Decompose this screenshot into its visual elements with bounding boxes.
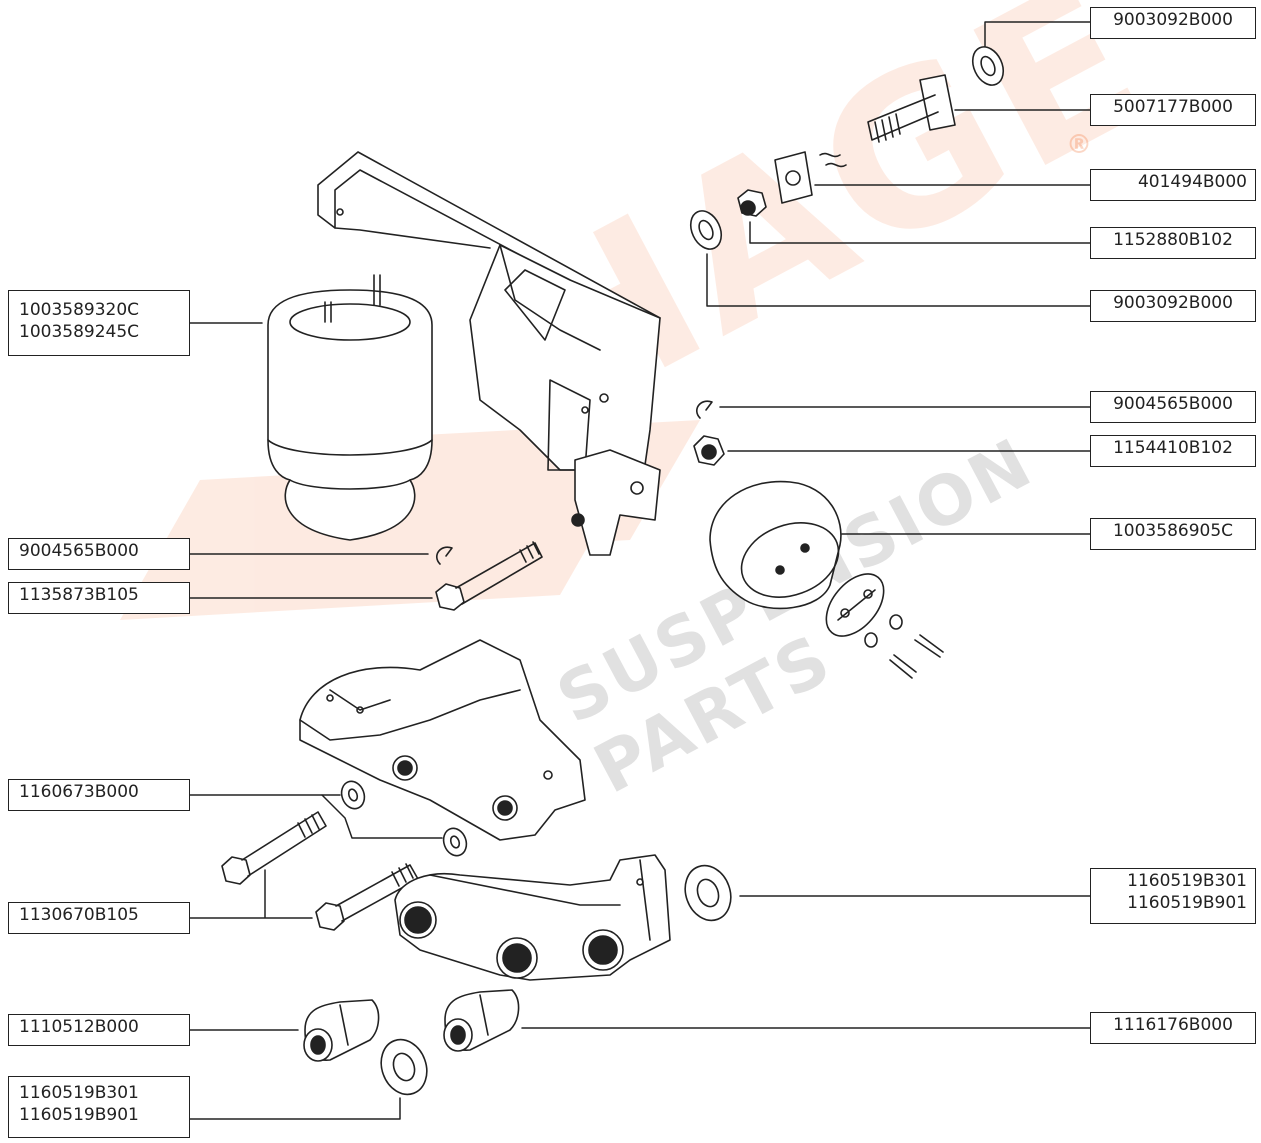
watermark-chevron: [120, 455, 640, 620]
hanger-bracket: [317, 151, 661, 556]
part-number: 9003092B000: [1113, 10, 1233, 30]
watermark-reg-mark: ®: [1066, 130, 1092, 160]
large-washer-bottom: [380, 1038, 428, 1096]
leader-r4: [749, 221, 1091, 244]
part-number: 401494B000: [1137, 172, 1247, 192]
leader-l7: [189, 1097, 401, 1120]
lock-clip-left: [436, 546, 453, 565]
part-label-401494B000: 401494B000: [1090, 169, 1256, 201]
part-label-1135873B105: 1135873B105: [8, 582, 190, 614]
part-number: 1160519B901: [1127, 893, 1247, 913]
part-label-1154410B102: 1154410B102: [1090, 435, 1256, 467]
part-label-9004565B000-right: 9004565B000: [1090, 391, 1256, 423]
part-number: 1152880B102: [1113, 230, 1233, 250]
leader-l4: [189, 794, 443, 839]
part-label-1003586905C: 1003586905C: [1090, 518, 1256, 550]
part-number: 1003589245C: [19, 322, 140, 342]
part-number: 5007177B000: [1113, 97, 1233, 117]
part-number: 9004565B000: [1113, 394, 1233, 414]
part-number: 1160519B901: [19, 1105, 139, 1125]
trailing-arm: [394, 854, 671, 981]
washer-mid: [689, 210, 723, 250]
part-number: 1160519B301: [1127, 871, 1247, 891]
part-label-1110512B000: 1110512B000: [8, 1014, 190, 1046]
washer-top: [971, 46, 1005, 86]
washer-seat-1: [340, 780, 366, 810]
air-spring-bellows: [267, 274, 433, 541]
part-number: 1130670B105: [19, 905, 139, 925]
part-label-9003092B000-mid: 9003092B000: [1090, 290, 1256, 322]
part-label-9004565B000-left: 9004565B000: [8, 538, 190, 570]
part-label-1130670B105: 1130670B105: [8, 902, 190, 934]
leader-l5: [189, 869, 313, 919]
hex-nut-right: [693, 435, 725, 466]
rubber-buffer: [709, 480, 944, 679]
leader-r1: [984, 21, 1091, 47]
part-label-1152880B102: 1152880B102: [1090, 227, 1256, 259]
square-head-bolt: [819, 74, 956, 168]
hex-nut-top: [737, 189, 767, 217]
leader-lines: [189, 21, 1091, 1120]
bushing-right: [443, 989, 520, 1052]
part-number: 1003589320C: [19, 300, 140, 320]
part-label-5007177B000: 5007177B000: [1090, 94, 1256, 126]
bushing-left: [303, 999, 380, 1062]
part-number: 1154410B102: [1113, 438, 1233, 458]
large-washer-right: [684, 864, 732, 922]
part-number: 1110512B000: [19, 1017, 139, 1037]
part-label-1116176B000: 1116176B000: [1090, 1012, 1256, 1044]
part-number: 1003586905C: [1112, 521, 1234, 541]
part-number: 9003092B000: [1113, 293, 1233, 313]
leader-r5: [706, 253, 1091, 307]
part-number: 1160519B301: [19, 1083, 139, 1103]
part-number: 1135873B105: [19, 585, 139, 605]
washer-seat-2: [442, 827, 468, 857]
part-label-9003092B000-top: 9003092B000: [1090, 7, 1256, 39]
axle-seat: [299, 639, 586, 841]
part-label-1160673B000: 1160673B000: [8, 779, 190, 811]
part-number: 9004565B000: [19, 541, 139, 561]
long-bolt-lower: [315, 863, 419, 931]
part-number: 1160673B000: [19, 782, 139, 802]
long-bolt-upper: [221, 811, 327, 885]
part-number: 1116176B000: [1113, 1015, 1233, 1035]
square-washer: [774, 151, 813, 204]
lock-clip-right: [696, 400, 713, 419]
hex-bolt-left: [435, 541, 543, 611]
